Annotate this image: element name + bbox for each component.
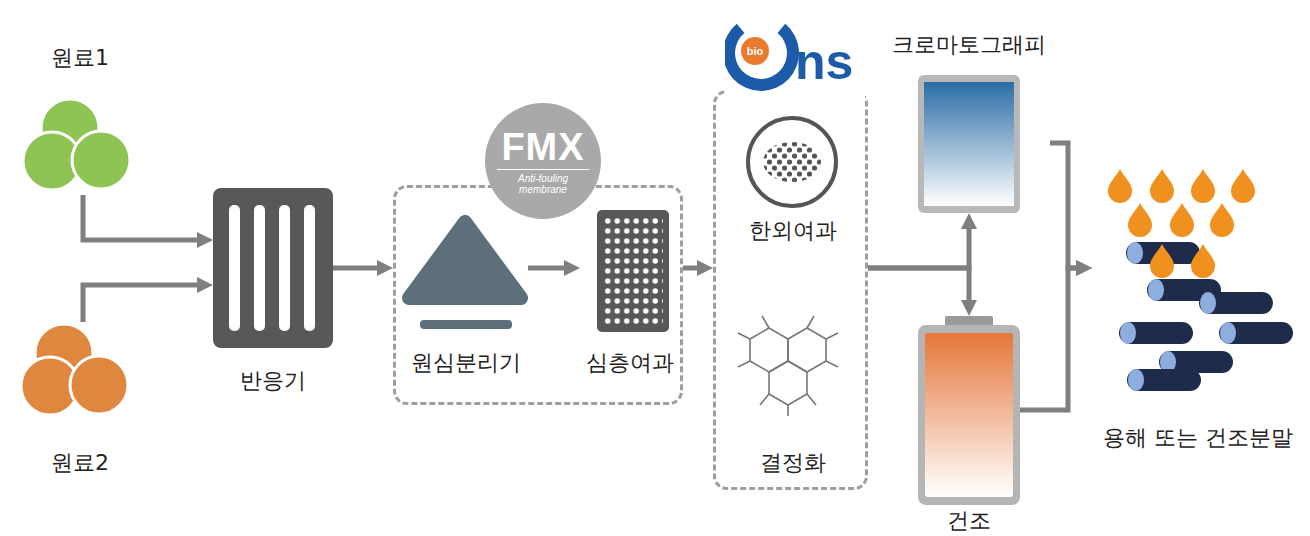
- group-heading: Anti-fouling membrane: [508, 173, 578, 195]
- solution-drops-part: [1191, 244, 1215, 278]
- reactor-icon-part: [304, 205, 315, 331]
- node-label: 원료2: [51, 450, 109, 476]
- solution-drops-part: [1170, 203, 1194, 237]
- chromatography-panel-part: [918, 75, 1020, 213]
- logo-arc: [725, 24, 799, 91]
- powder-tubes: [1119, 242, 1293, 391]
- group-heading: ns: [795, 37, 853, 87]
- depth-filter: 심층여과: [580, 210, 680, 376]
- node-label: 크로마토그래피: [892, 32, 1046, 58]
- flow-arrow: [83, 195, 207, 240]
- raw-material: 원료2: [20, 322, 140, 476]
- centrifuge-icon-part: [420, 320, 512, 329]
- crystal-icon-part: [788, 328, 826, 372]
- drying: 건조: [918, 316, 1020, 534]
- reactor-icon: [213, 188, 333, 348]
- powder-tubes-part: [1119, 322, 1193, 344]
- solution-drops-part: [1191, 169, 1215, 203]
- drying-panel-part: [918, 325, 1020, 505]
- ultrafiltration-icon-part: [763, 142, 821, 182]
- chromatography: 크로마토그래피: [888, 32, 1050, 213]
- company-logo: bions: [725, 11, 865, 101]
- drying-panel-part: [925, 333, 1013, 497]
- solution-drops-part: [1150, 169, 1174, 203]
- node-label: 심층여과: [586, 350, 674, 376]
- flow-arrow: [528, 266, 574, 271]
- drying-panel: [918, 316, 1020, 505]
- membrane-badge: FMX Anti-fouling membrane: [485, 103, 601, 219]
- node-label: 반응기: [240, 368, 306, 394]
- reactor-icon-part: [213, 188, 333, 348]
- product: 용해 또는 건조분말: [1092, 160, 1304, 451]
- membrane-group: FMXAnti-fouling membrane원심분리기심층여과: [393, 185, 683, 405]
- company-group: bions한외여과결정화: [713, 90, 868, 490]
- orange-circles: [21, 324, 128, 415]
- crystal-icon-part: [750, 328, 788, 372]
- node-label: 원료1: [51, 45, 109, 71]
- node-label: 원심분리기: [411, 350, 521, 376]
- node-label: 한외여과: [749, 218, 837, 244]
- flow-arrow: [1050, 143, 1086, 268]
- solution-drops-part: [1108, 169, 1132, 203]
- solution-drops-part: [1231, 169, 1255, 203]
- solution-drops: [1108, 169, 1255, 278]
- ultrafiltration: 한외여과: [735, 115, 850, 244]
- group-heading: bio: [741, 37, 769, 65]
- green-circles: [23, 99, 130, 190]
- flow-arrow: [868, 268, 969, 310]
- crystal-icon-part: [769, 361, 807, 405]
- crystal-icon-part: [738, 316, 838, 416]
- powder-tubes-part: [1127, 369, 1201, 391]
- ultrafiltration-icon: [748, 118, 836, 206]
- depth-filter-icon-part: [603, 216, 663, 326]
- powder-tubes-part: [1199, 292, 1273, 314]
- orange-circles-part: [70, 356, 128, 414]
- solution-drops-part: [1128, 203, 1152, 237]
- chromatography-panel: [918, 75, 1020, 213]
- reactor-icon-part: [229, 205, 240, 331]
- flow-arrow: [333, 266, 387, 271]
- solution-drops-part: [1210, 203, 1234, 237]
- green-circles-part: [72, 131, 130, 189]
- flow-arrow: [83, 285, 207, 322]
- raw-material: 원료1: [20, 45, 140, 195]
- node-label: 용해 또는 건조분말: [1103, 425, 1293, 451]
- flow-arrow: [683, 266, 707, 271]
- reactor-icon-part: [279, 205, 290, 331]
- node-label: 결정화: [760, 450, 826, 476]
- crystallization: 결정화: [730, 325, 855, 476]
- powder-tubes-part: [1219, 322, 1293, 344]
- depth-filter-icon: [597, 210, 669, 332]
- group-heading: FMX: [497, 128, 588, 170]
- node-label: 건조: [947, 508, 991, 534]
- chromatography-panel-part: [924, 82, 1014, 206]
- depth-filter-icon-part: [597, 210, 669, 332]
- reactor-icon-part: [254, 205, 265, 331]
- crystal-icon: [738, 316, 838, 416]
- flow-arrow: [1020, 268, 1086, 410]
- centrifuge: 원심분리기: [403, 212, 528, 376]
- centrifuge-icon: [409, 222, 521, 329]
- ultrafiltration-icon-part: [748, 118, 836, 206]
- reactor: 반응기: [213, 188, 333, 394]
- flow-arrow: [868, 219, 969, 268]
- centrifuge-icon-part: [409, 222, 521, 298]
- solution-drops-part: [1150, 244, 1174, 278]
